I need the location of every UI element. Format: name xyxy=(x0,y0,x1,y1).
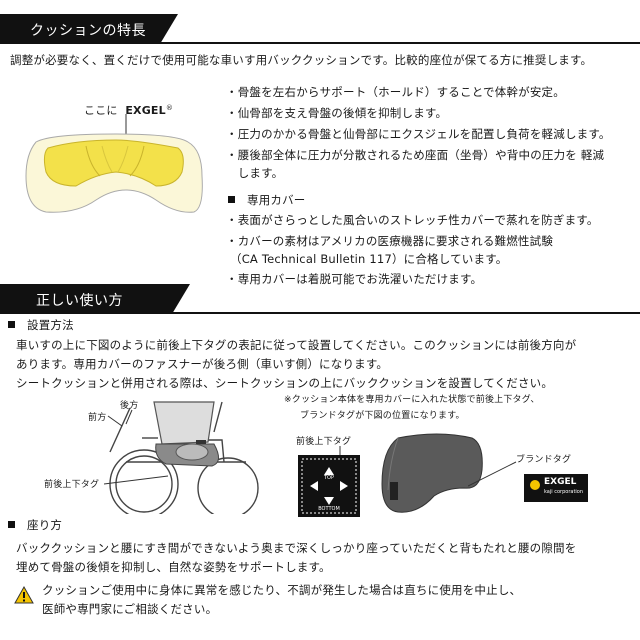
cover-line-4: ・専用カバーは着脱可能でお洗濯いただけます。 xyxy=(226,272,483,286)
setup-line-3: シートクッションと併用される際は、シートクッションの上にバッククッションを設置し… xyxy=(16,376,554,390)
callout-prefix: ここに xyxy=(84,104,118,117)
callout: ここに EXGEL® xyxy=(84,104,174,117)
square-bullet-icon xyxy=(8,321,15,328)
brand-tag-sub: kaji corporation xyxy=(544,489,584,495)
warning-line-2: 医師や専門家にご相談ください。 xyxy=(42,602,218,616)
sit-line-1: バッククッションと腰にすき間ができないよう奥まで深くしっかり座っていただくと背も… xyxy=(16,541,577,555)
label-back: 後方 xyxy=(120,401,139,411)
brand-tag-logo: EXGEL xyxy=(544,477,577,487)
section-banner-features: クッションの特長 xyxy=(0,14,640,44)
leader-line xyxy=(468,461,517,487)
tag-top-text: TOP xyxy=(323,475,334,481)
brand-mark-icon xyxy=(530,480,540,490)
sit-heading: 座り方 xyxy=(8,517,62,533)
setup-line-1: 車いすの上に下図のように前後上下タグの表記に従って設置してください。このクッショ… xyxy=(16,338,577,352)
tag-bottom-text: BOTTOM xyxy=(318,506,340,512)
setup-heading: 設置方法 xyxy=(8,317,74,333)
square-bullet-icon xyxy=(228,196,235,203)
leader-line xyxy=(339,446,341,456)
sit-line-2: 埋めて骨盤の後傾を抑制し、自然な姿勢をサポートします。 xyxy=(16,560,331,574)
feature-bullet-4-cont: します。 xyxy=(226,166,284,180)
feature-bullet-4: ・腰後部全体に圧力が分散されるため座面（坐骨）や背中の圧力を 軽減 xyxy=(226,148,605,162)
wheelchair-illustration xyxy=(109,401,259,514)
note-line-2: ブランドタグが下図の位置になります。 xyxy=(300,411,465,421)
section-title-usage: 正しい使い方 xyxy=(36,293,123,309)
feature-bullet-3: ・圧力のかかる骨盤と仙骨部にエクスジェルを配置し負荷を軽減します。 xyxy=(226,127,611,141)
cushion-illustration xyxy=(25,114,203,213)
cover-line-2: ・カバーの素材はアメリカの医療機器に要求される難燃性試験 xyxy=(226,234,554,248)
banner-tab: 正しい使い方 xyxy=(0,284,190,314)
label-tag-center: 前後上下タグ xyxy=(296,437,352,447)
label-brand-tag: ブランドタグ xyxy=(516,455,572,465)
covered-cushion-illustration xyxy=(381,433,483,513)
label-tag-left: 前後上下タグ xyxy=(44,480,100,490)
feature-bullet-2: ・仙骨部を支え骨盤の後傾を抑制します。 xyxy=(226,106,448,120)
warning-icon xyxy=(14,586,34,604)
intro-text: 調整が必要なく、置くだけで使用可能な車いす用バッククッションです。比較的座位が保… xyxy=(10,53,593,67)
note-line-1: ※クッション本体を専用カバーに入れた状態で前後上下タグ、 xyxy=(284,395,540,405)
direction-tag: TOP BOTTOM xyxy=(298,455,360,517)
cover-line-1: ・表面がさらっとした風合いのストレッチ性カバーで蒸れを防ぎます。 xyxy=(226,213,599,227)
cover-heading: 専用カバー xyxy=(228,192,306,208)
warning-line-1: クッションご使用中に身体に異常を感じたり、不調が発生した場合は直ちに使用を中止し… xyxy=(42,583,522,597)
section-title-features: クッションの特長 xyxy=(30,23,146,39)
label-front: 前方 xyxy=(88,413,107,423)
feature-bullet-1: ・骨盤を左右からサポート（ホールド）することで体幹が安定。 xyxy=(226,85,565,99)
brand-tag: EXGEL kaji corporation xyxy=(524,474,588,502)
leader-line xyxy=(104,475,169,485)
banner-tab: クッションの特長 xyxy=(0,14,178,44)
setup-line-2: あります。専用カバーのファスナーが後ろ側（車いす側）になります。 xyxy=(16,357,389,371)
banner-rule xyxy=(0,42,640,44)
exgel-logo: EXGEL xyxy=(125,104,166,117)
direction-arrows xyxy=(107,409,133,427)
direction-tag-graphic xyxy=(301,458,357,514)
section-banner-usage: 正しい使い方 xyxy=(0,284,640,314)
banner-rule xyxy=(0,312,640,314)
square-bullet-icon xyxy=(8,521,15,528)
cover-line-3: （CA Technical Bulletin 117）に合格しています。 xyxy=(230,252,508,266)
